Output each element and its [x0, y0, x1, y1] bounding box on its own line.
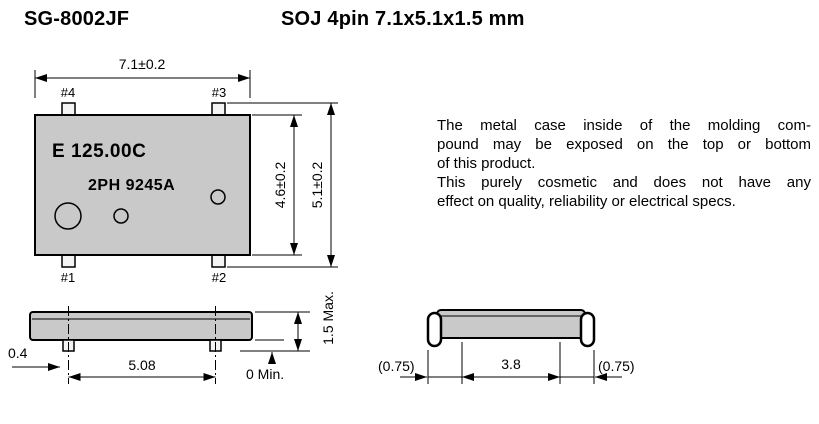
dim-standoff-label: 0 Min. [246, 366, 285, 382]
top-view-drawing [34, 70, 338, 268]
dim-body-height-lines [252, 114, 302, 256]
dim-height-label: 1.5 Max. [320, 291, 336, 345]
package-body-side-view [29, 311, 253, 341]
pin-label-1: #1 [60, 270, 76, 285]
marking-line2: 2PH 9245A [88, 177, 176, 194]
pin-label-2: #2 [211, 270, 227, 285]
dim-right-lead-label: (0.75) [598, 358, 635, 374]
dim-lead-width-label: 0.4 [8, 345, 28, 361]
pin-label-4: #4 [60, 85, 76, 100]
marking-circle-small-left [113, 208, 129, 224]
dim-width-label: 7.1±0.2 [118, 56, 166, 72]
package-title: SOJ 4pin 7.1x5.1x1.5 mm [281, 8, 525, 30]
package-body-top-view [34, 114, 251, 256]
dim-body-height-label: 4.6±0.2 [272, 161, 288, 209]
dim-lead-pitch-label: 5.08 [128, 357, 156, 373]
dim-height-lines [240, 311, 310, 352]
note-text-block: The metal case inside of the molding com… [437, 116, 811, 211]
end-view-drawing [400, 309, 622, 384]
dim-standoff-lines [255, 339, 284, 364]
j-lead-right [579, 311, 596, 348]
note-line: This purely cosmetic and does not have a… [437, 174, 811, 191]
dim-width-lines [34, 70, 251, 98]
dim-contact-span-label: 3.8 [501, 356, 521, 372]
marking-line1: E 125.00C [52, 141, 147, 162]
note-line: effect on quality, reliability or electr… [437, 193, 736, 210]
marking-circle-small-right [210, 189, 226, 205]
note-line: pound may be exposed on the top or botto… [437, 136, 811, 153]
package-body-end-view [436, 309, 586, 339]
j-lead-left [426, 311, 443, 348]
dim-overall-height-lines [227, 102, 338, 268]
pin-label-3: #3 [211, 85, 227, 100]
note-line: The metal case inside of the molding com… [437, 117, 811, 134]
side-view-drawing [12, 306, 310, 384]
dim-overall-height-label: 5.1±0.2 [309, 161, 325, 209]
pin1-indicator-circle [54, 202, 82, 230]
part-number: SG-8002JF [24, 8, 130, 30]
dim-left-lead-label: (0.75) [378, 358, 415, 374]
note-line: of this product. [437, 155, 536, 172]
